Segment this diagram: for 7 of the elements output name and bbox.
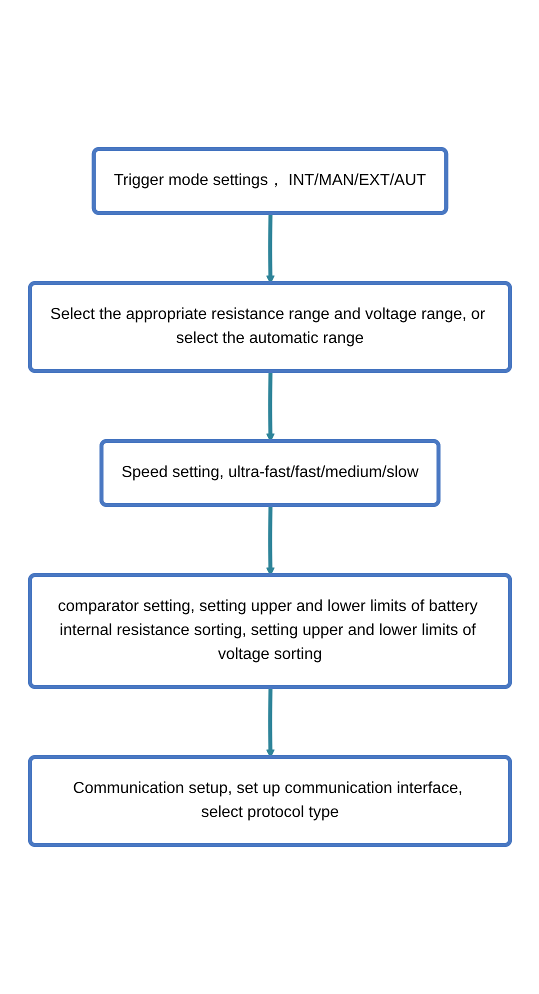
- arrow: [266, 371, 274, 442]
- arrow: [266, 505, 274, 576]
- node-text: comparator setting, setting upper and lower limits of battery internal resistance sorting, setting upper and lower limits of voltage sorting: [57, 598, 478, 663]
- arrow: [266, 687, 274, 758]
- node-text: Communication setup, set up communication interface, select protocol type: [72, 780, 462, 821]
- node-text: Select the appropriate resistance range and voltage range, or select the automatic range: [50, 306, 485, 347]
- arrow: [266, 213, 274, 284]
